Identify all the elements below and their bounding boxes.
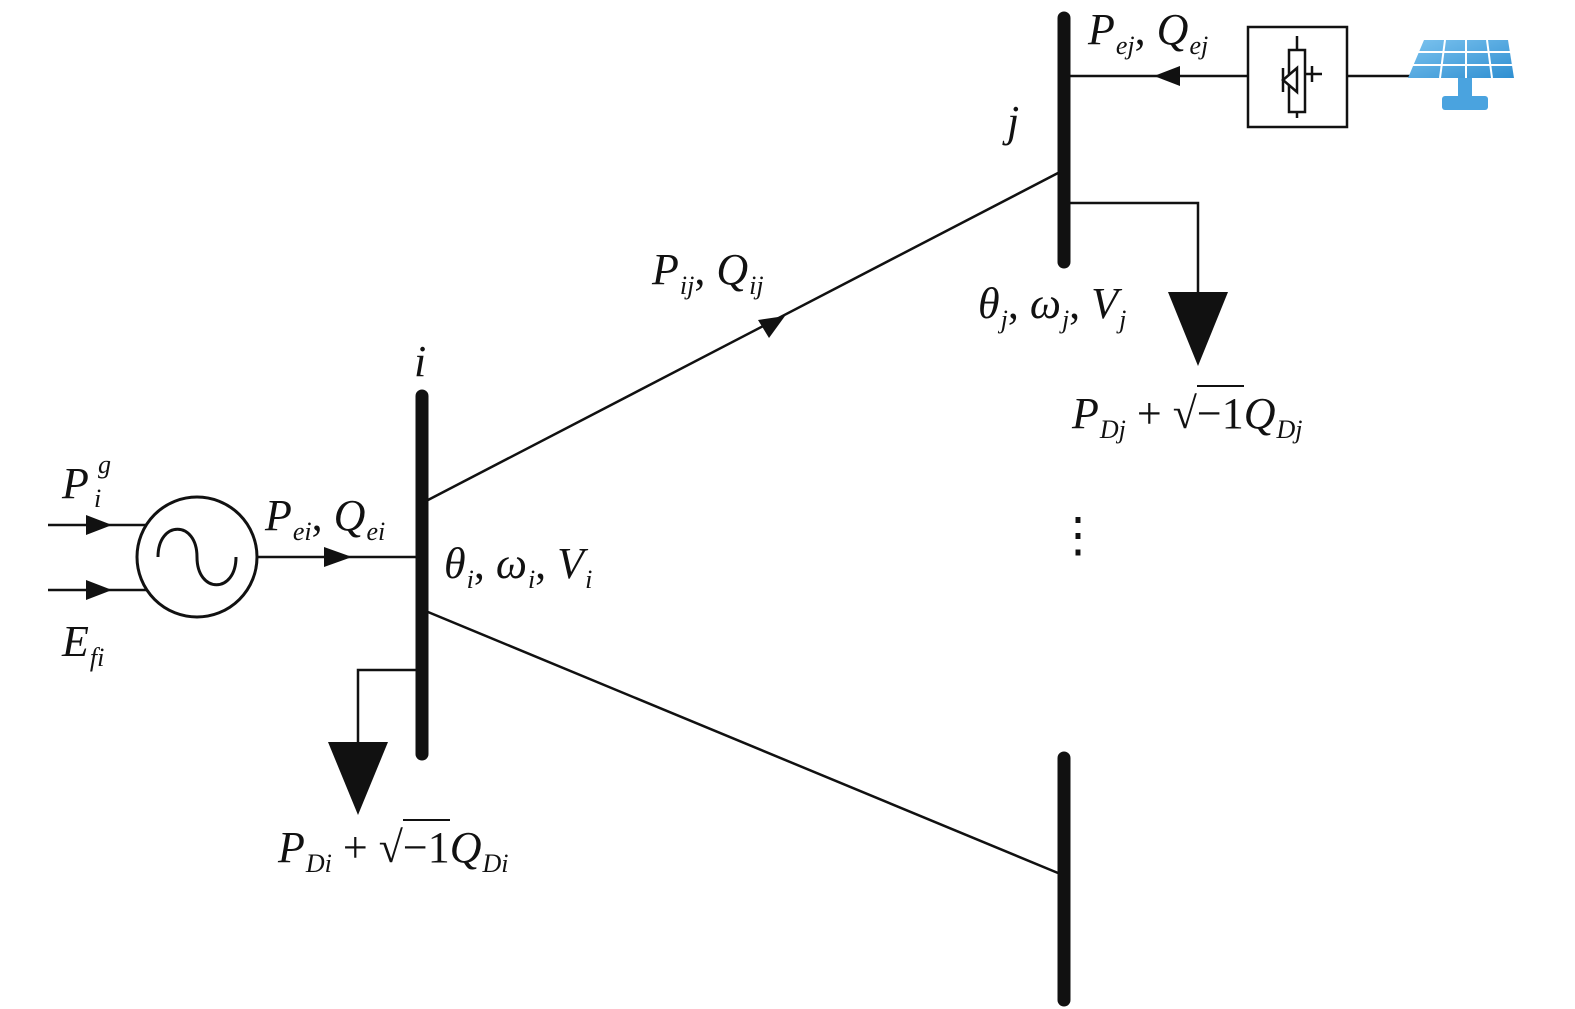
field-voltage-label: Efi xyxy=(62,617,105,672)
bus-i-state-label: θi, ωi, Vi xyxy=(444,539,593,594)
bus-j-state-label: θj, ωj, Vj xyxy=(978,279,1127,334)
load-i-feeder xyxy=(356,668,416,745)
pv-injection-label: Pej, Qej xyxy=(1088,5,1209,60)
line-i-j xyxy=(427,171,1059,502)
sine-wave-icon xyxy=(156,527,238,587)
load-i-arrow-icon xyxy=(328,742,388,815)
load-j-feeder xyxy=(1070,201,1200,295)
load-i-label: PDi + √−1QDi xyxy=(278,819,508,877)
mech-power-arrow-icon xyxy=(86,515,112,535)
solar-panel-icon xyxy=(1408,39,1514,110)
generator-output-arrow-icon xyxy=(324,547,352,567)
load-j-arrow-icon xyxy=(1168,292,1228,366)
more-buses-ellipsis: ⋮ xyxy=(1054,509,1102,562)
line-i-remote xyxy=(427,610,1059,875)
field-voltage-arrow-icon xyxy=(86,580,112,600)
load-j-label: PDj + √−1QDj xyxy=(1072,385,1302,443)
bus-i-label: i xyxy=(414,337,427,386)
inverter-switch-symbol xyxy=(1281,36,1322,118)
pv-flow-arrow-icon xyxy=(1154,66,1180,86)
line-flow-arrow-icon xyxy=(758,316,785,338)
generator-output-flow-label: Pei, Qei xyxy=(265,491,386,546)
line-flow-label: Pij, Qij xyxy=(652,245,764,300)
bus-j-label: j xyxy=(1007,97,1020,146)
